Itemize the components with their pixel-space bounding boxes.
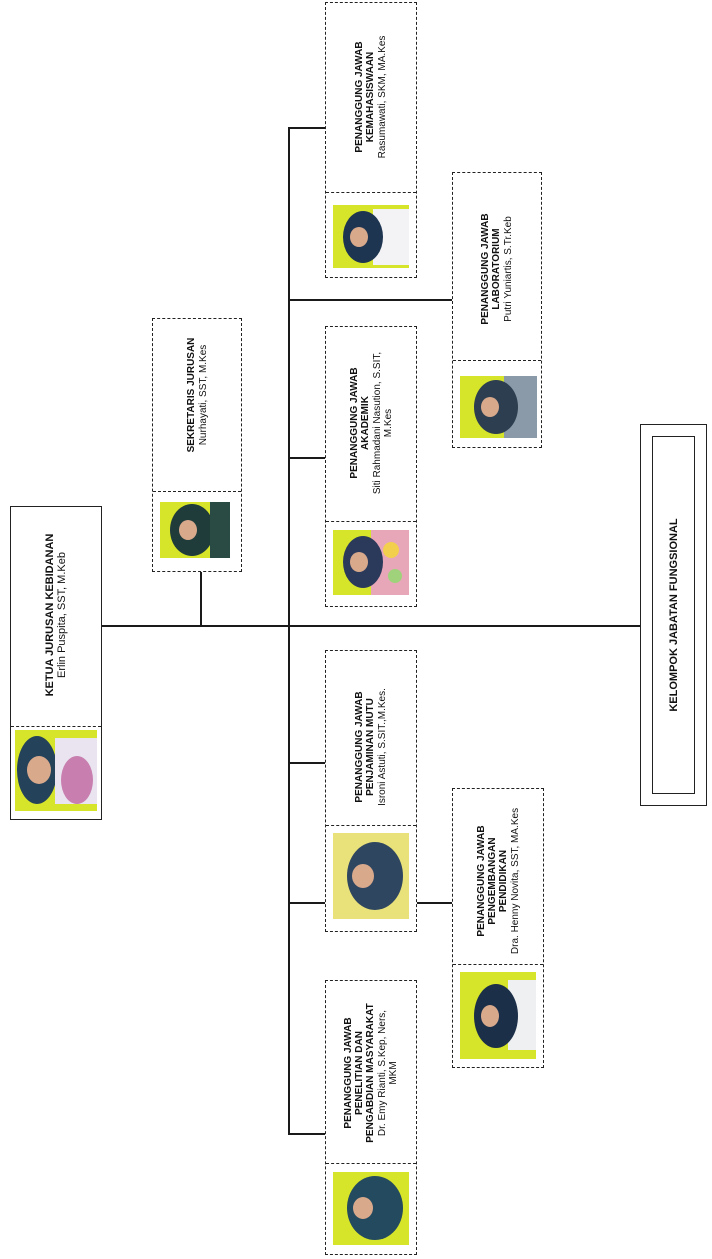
kemahasiswaan-connector [288,127,325,129]
akademik-title: PENANGGUNG JAWAB AKADEMIK [348,367,371,479]
mutu-connector [288,762,325,764]
kemahasiswaan-name: Rasumawati, SKM, MA.Kes [377,35,388,159]
pengembangan-photo [460,972,536,1059]
laboratorium-connector [288,299,452,301]
mutu-photo [333,833,409,919]
akademik-name: Siti Rahmadani Nasution, S.SIT, M.Kes [371,351,394,495]
person-photo-icon [460,972,536,1059]
ketua-name: Erlin Puspita, SST, M.Keb [55,552,68,678]
mutu-text: PENANGGUNG JAWAB PENJAMINAN MUTU Isroni … [331,652,411,842]
secretary-connector [200,572,202,626]
penelitian-text: PENANGGUNG JAWAB PENELITIAN DAN PENGABDI… [331,978,411,1168]
pengembangan-title: PENANGGUNG JAWAB PENGEMBANGAN PENDIDIKAN [475,825,509,937]
person-photo-icon [333,833,409,919]
pengembangan-text: PENANGGUNG JAWAB PENGEMBANGAN PENDIDIKAN… [458,791,538,971]
penelitian-name: Dr. Emy Rianti, S.Kep, Ners, MKM [377,1009,399,1137]
person-photo-icon [460,376,537,438]
penelitian-connector [288,1133,325,1135]
fungsional-inner-box: KELOMPOK JABATAN FUNGSIONAL [652,436,695,794]
staff-trunk-connector [288,127,290,1134]
sekretaris-title: SEKRETARIS JURUSAN [185,337,197,453]
person-photo-icon [160,502,230,558]
person-photo-icon [333,530,409,595]
akademik-connector [288,457,325,459]
penelitian-photo [333,1172,409,1245]
mutu-title: PENANGGUNG JAWAB PENJAMINAN MUTU [354,691,376,803]
pengembangan-name: Dra. Henny Novita, SST, MA.Kes [509,807,521,955]
sekretaris-photo [160,502,230,558]
sekretaris-text: SEKRETARIS JURUSAN Nurhayati, SST, M.Kes [157,310,237,480]
ketua-text: KETUA JURUSAN KEBIDANAN Erlin Puspita, S… [16,465,96,765]
main-horizontal-connector [101,625,641,627]
mutu-name: Isroni Astuti, S.SIT.,M.Kes. [377,688,388,806]
laboratorium-title: PENANGGUNG JAWAB LABORATORIUM [480,213,502,325]
ketua-photo [15,730,97,811]
laboratorium-photo [460,376,537,438]
sekretaris-name: Nurhayati, SST, M.Kes [197,344,209,446]
ketua-title: KETUA JURUSAN KEBIDANAN [43,533,56,697]
person-photo-icon [333,205,409,268]
laboratorium-name: Putri Yuniartis, S.Tr.Keb [503,216,514,322]
person-photo-icon [333,1172,409,1245]
fungsional-title: KELOMPOK JABATAN FUNGSIONAL [667,518,679,712]
person-photo-icon [15,730,97,811]
fungsional-text: KELOMPOK JABATAN FUNGSIONAL [659,445,689,785]
akademik-text: PENANGGUNG JAWAB AKADEMIK Siti Rahmadani… [331,333,411,513]
kemahasiswaan-text: PENANGGUNG JAWAB KEMAHASISWAAN Rasumawat… [331,7,411,187]
penelitian-title: PENANGGUNG JAWAB PENELITIAN DAN PENGABDI… [343,1003,376,1143]
laboratorium-text: PENANGGUNG JAWAB LABORATORIUM Putri Yuni… [457,179,537,359]
kemahasiswaan-photo [333,205,409,268]
kemahasiswaan-title: PENANGGUNG JAWAB KEMAHASISWAAN [354,41,376,153]
akademik-photo [333,530,409,595]
